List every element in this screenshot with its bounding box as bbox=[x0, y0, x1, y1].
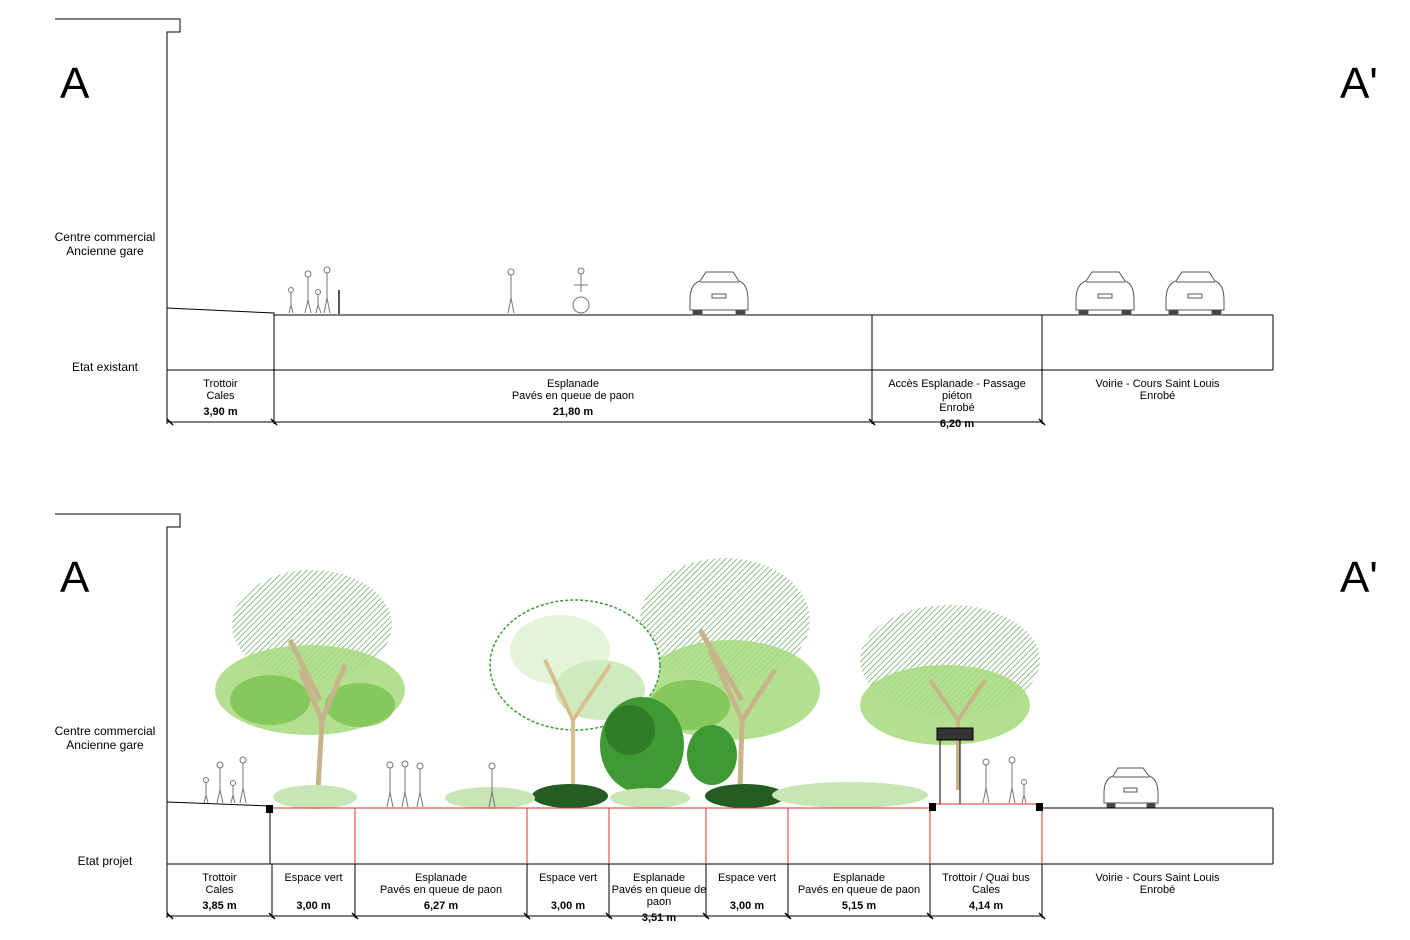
segment-title: Esplanade bbox=[633, 872, 685, 884]
segment-subtitle: Enrobé bbox=[1139, 884, 1176, 896]
segment-dimension: 3,00 m bbox=[296, 900, 331, 912]
car-icon bbox=[689, 271, 749, 316]
low-vegetation-icon bbox=[273, 782, 928, 809]
segment-subtitle: Pavés en queue de paon bbox=[379, 884, 503, 896]
segment-title: Espace vert bbox=[717, 872, 777, 884]
segment-subtitle: Enrobé bbox=[1139, 390, 1176, 402]
cyclist-icon bbox=[572, 267, 590, 314]
building-label-line: Ancienne gare bbox=[66, 244, 144, 258]
segment-dimension: 3,90 m bbox=[203, 406, 238, 418]
state-label-existing: Etat existant bbox=[71, 360, 139, 374]
segment-dimension: 3,85 m bbox=[202, 900, 237, 912]
segment-label: Esplanade Pavés en queue de paon 21,80 m bbox=[274, 378, 872, 418]
segment-title: Trottoir / Quai bus bbox=[942, 872, 1030, 884]
building-label-project: Centre commercial Ancienne gare bbox=[40, 724, 170, 752]
shrub-icon bbox=[532, 697, 785, 808]
walker-icon bbox=[488, 762, 496, 808]
segment-subtitle: Cales bbox=[206, 390, 235, 402]
segment-label: Accès Esplanade - Passage piéton Enrobé … bbox=[872, 378, 1042, 430]
ground-profile-existing bbox=[166, 307, 1274, 424]
segment-dimension: 6,27 m bbox=[423, 900, 459, 912]
building-label-line: Centre commercial bbox=[54, 724, 156, 738]
segment-dimension: 3,00 m bbox=[729, 900, 765, 912]
segment-subtitle: Pavés en queue de paon bbox=[511, 390, 635, 402]
segment-dimension: 6,20 m bbox=[939, 418, 975, 430]
building-outline-existing bbox=[55, 18, 181, 370]
dimension-ticks-project bbox=[166, 912, 1046, 920]
pedestrians-icon bbox=[386, 760, 424, 808]
segment-title: Voirie - Cours Saint Louis bbox=[1095, 872, 1220, 884]
building-label-line: Ancienne gare bbox=[66, 738, 144, 752]
ground-profile-project bbox=[166, 801, 1274, 918]
building-label-line: Centre commercial bbox=[54, 230, 156, 244]
section-marker-end: A' bbox=[1340, 553, 1378, 602]
pedestrians-icon bbox=[203, 756, 247, 804]
segment-label: Voirie - Cours Saint Louis Enrobé bbox=[1042, 378, 1273, 402]
segment-label: Espace vert 3,00 m bbox=[272, 872, 355, 912]
pedestrians-icon bbox=[982, 756, 1027, 804]
segment-title: Esplanade bbox=[547, 378, 599, 390]
segment-label: Trottoir Cales 3,90 m bbox=[167, 378, 274, 418]
building-outline-project bbox=[55, 513, 181, 864]
segment-label: Esplanade Pavés en queue de paon 3,51 m bbox=[604, 872, 714, 924]
walker-icon bbox=[507, 268, 515, 314]
segment-title: Espace vert bbox=[284, 872, 343, 884]
dimension-ticks-existing bbox=[166, 418, 1046, 426]
car-icon bbox=[1103, 767, 1159, 809]
state-label-project: Etat projet bbox=[77, 854, 133, 868]
segment-label: Espace vert 3,00 m bbox=[706, 872, 788, 912]
segment-title: Trottoir bbox=[203, 378, 238, 390]
section-marker-start: A bbox=[60, 553, 90, 602]
curb-markers bbox=[266, 803, 1043, 813]
segment-title: Esplanade bbox=[833, 872, 885, 884]
segment-title: Esplanade bbox=[415, 872, 467, 884]
segment-dimension: 4,14 m bbox=[968, 900, 1004, 912]
tree-icon bbox=[489, 599, 661, 790]
segment-label: Trottoir Cales 3,85 m bbox=[167, 872, 272, 912]
segment-subtitle: Pavés en queue de paon bbox=[797, 884, 921, 896]
segment-label: Esplanade Pavés en queue de paon 5,15 m bbox=[788, 872, 930, 912]
section-marker-end: A' bbox=[1340, 59, 1378, 108]
segment-dimension: 21,80 m bbox=[552, 406, 594, 418]
segment-dimension: 3,51 m bbox=[641, 912, 677, 924]
segment-title: Trottoir bbox=[202, 872, 237, 884]
building-label-existing: Centre commercial Ancienne gare bbox=[40, 230, 170, 258]
car-icon bbox=[1165, 271, 1225, 316]
tree-icon bbox=[640, 558, 820, 791]
tree-icon bbox=[860, 605, 1040, 790]
segment-subtitle: Cales bbox=[971, 884, 1001, 896]
pedestrians-icon bbox=[288, 266, 340, 314]
segment-title: Voirie - Cours Saint Louis bbox=[1095, 378, 1220, 390]
segment-dimension: 5,15 m bbox=[841, 900, 877, 912]
bus-shelter-icon bbox=[936, 727, 974, 804]
segment-subtitle: Enrobé bbox=[939, 402, 975, 414]
segment-title: Espace vert bbox=[538, 872, 598, 884]
segment-label: Trottoir / Quai bus Cales 4,14 m bbox=[930, 872, 1042, 912]
segment-label: Esplanade Pavés en queue de paon 6,27 m bbox=[355, 872, 527, 912]
segment-subtitle: Pavés en queue de paon bbox=[611, 884, 707, 908]
section-marker-start: A bbox=[60, 59, 90, 108]
segment-label: Voirie - Cours Saint Louis Enrobé bbox=[1042, 872, 1273, 896]
segment-title: Accès Esplanade - Passage piéton bbox=[888, 378, 1026, 402]
segment-label: Espace vert 3,00 m bbox=[527, 872, 609, 912]
segment-dimension: 3,00 m bbox=[550, 900, 586, 912]
planted-edge-project bbox=[272, 803, 1043, 864]
segment-subtitle: Cales bbox=[205, 884, 234, 896]
car-icon bbox=[1075, 271, 1135, 316]
tree-icon bbox=[215, 570, 405, 791]
